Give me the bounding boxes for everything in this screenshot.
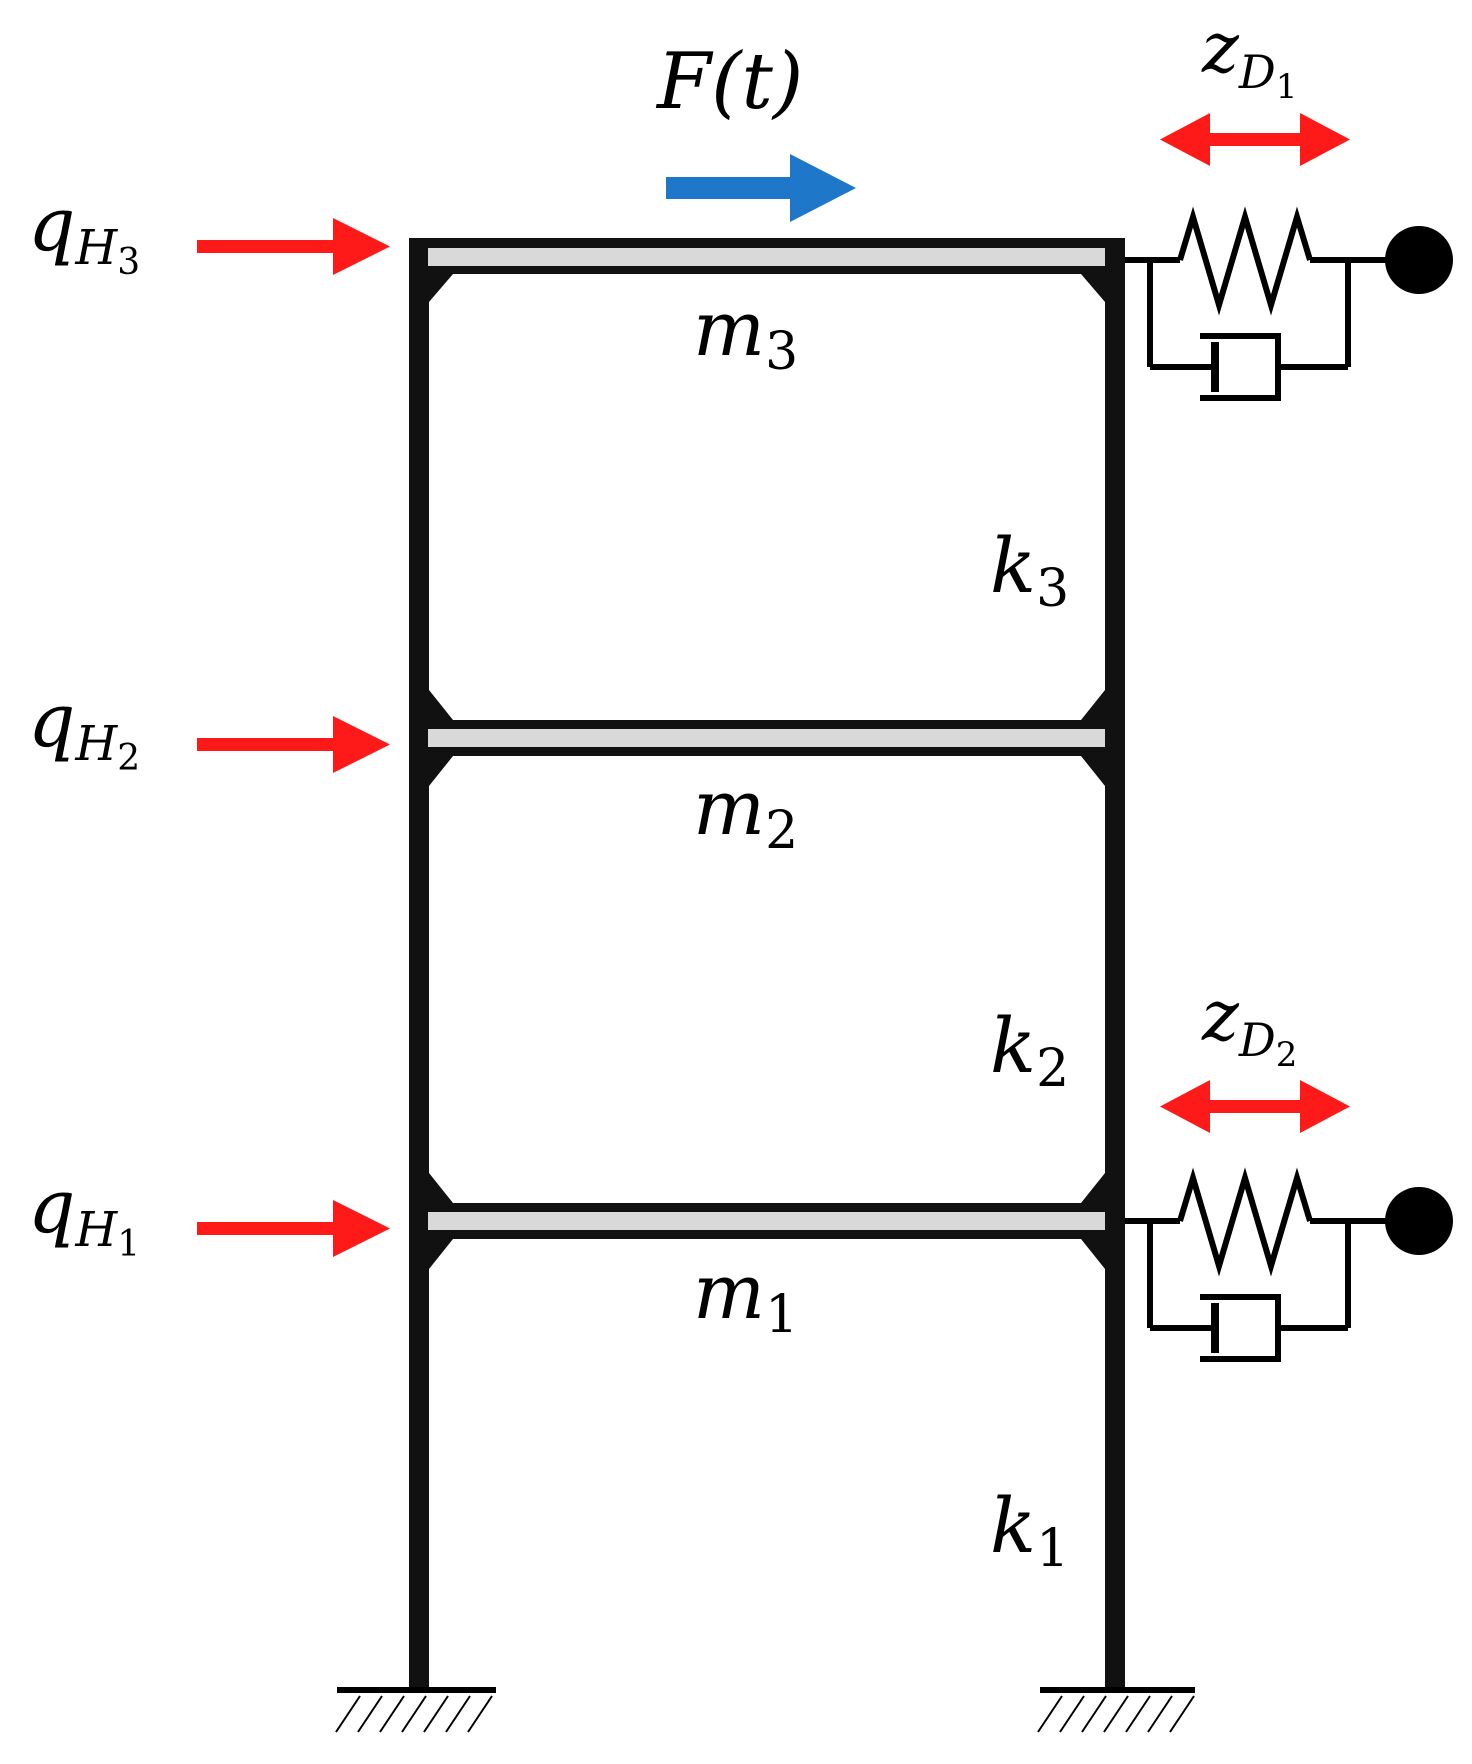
frame-structure	[409, 238, 1125, 1688]
q3-label: qH3	[28, 182, 140, 283]
q1-label: qH1	[28, 1164, 140, 1265]
double-arrow-zd2	[1160, 1080, 1350, 1133]
spring-damper-bottom	[1125, 1167, 1453, 1362]
right-ground-support	[1037, 1687, 1195, 1733]
spring-bottom	[1177, 1167, 1313, 1277]
input-arrow-q1	[197, 1200, 390, 1257]
spring-damper-top	[1125, 206, 1453, 401]
k2-label: k2	[990, 1001, 1069, 1099]
floor-2-beam	[409, 690, 1125, 786]
input-arrow-q2	[197, 716, 390, 773]
k3-label: k3	[990, 521, 1069, 619]
spring-top	[1177, 206, 1313, 316]
force-label: F(t)	[655, 37, 803, 127]
floor-1-beam	[409, 1173, 1125, 1269]
left-ground-support	[335, 1687, 496, 1733]
zd2-label: zD2	[1201, 975, 1297, 1075]
q2-label: qH2	[28, 678, 140, 779]
right-column	[1105, 238, 1125, 1688]
m2-label: m2	[693, 763, 798, 861]
input-arrow-q3	[197, 218, 390, 275]
m1-label: m1	[693, 1247, 798, 1345]
double-arrow-zd1	[1160, 113, 1350, 166]
anchor-bottom	[1385, 1187, 1453, 1255]
m3-label: m3	[693, 284, 798, 382]
zd1-label: zD1	[1201, 7, 1297, 107]
anchor-top	[1385, 226, 1453, 294]
left-column	[409, 238, 429, 1688]
floor-3-beam	[409, 238, 1125, 302]
k1-label: k1	[990, 1481, 1069, 1579]
force-arrow	[666, 154, 856, 222]
